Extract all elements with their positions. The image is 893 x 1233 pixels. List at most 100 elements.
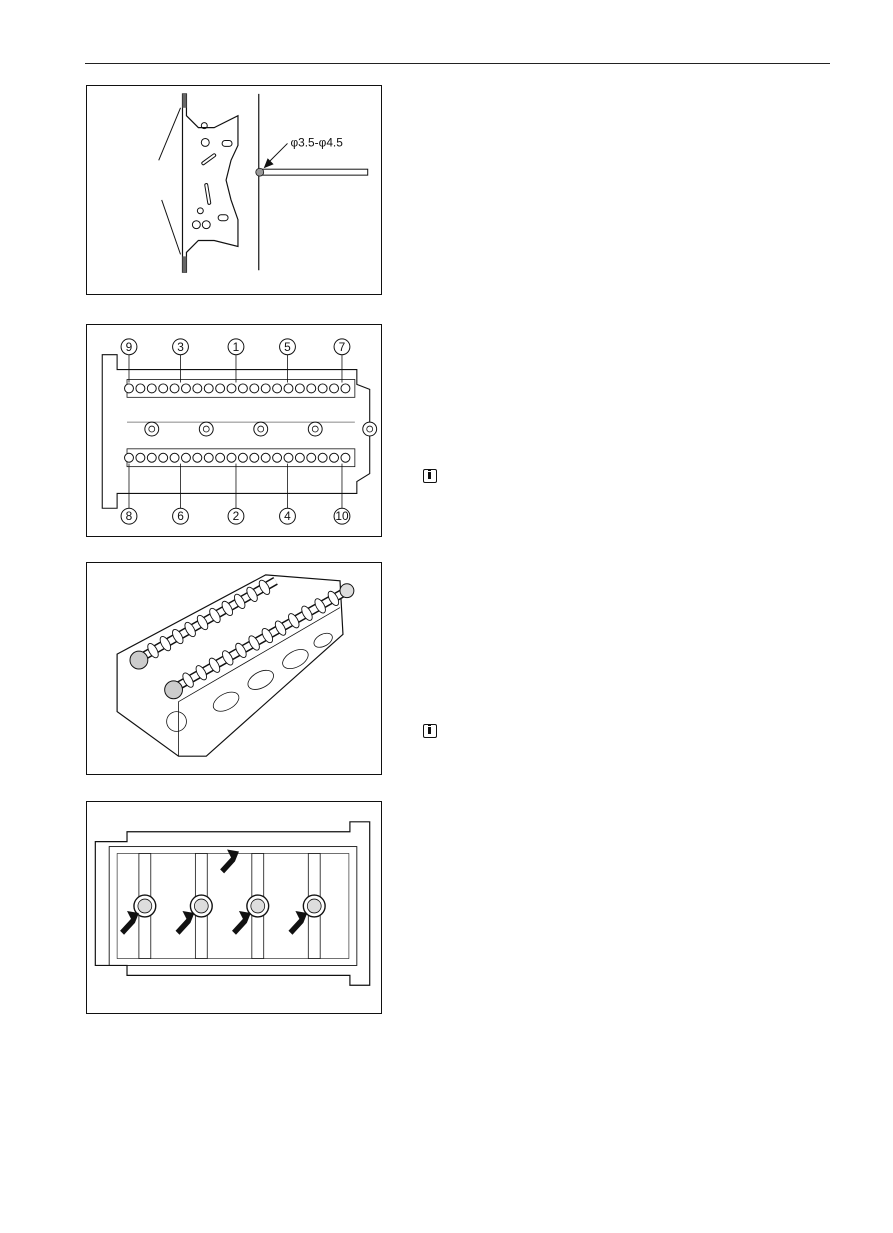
info-icon xyxy=(423,724,437,738)
cam-lobe xyxy=(147,643,159,659)
sequence-marker xyxy=(333,507,351,525)
bolt-head xyxy=(237,452,248,463)
bolt-head xyxy=(306,452,317,463)
bolt-row-bottom xyxy=(124,452,351,463)
cam-lobe xyxy=(288,613,300,629)
cam-lobe xyxy=(221,600,234,617)
bolt-head xyxy=(294,383,305,394)
cam-lobe xyxy=(261,627,274,644)
sequence-marker xyxy=(120,338,138,356)
bolt-row-top xyxy=(124,383,351,394)
bolt-head xyxy=(317,452,328,463)
cylinder-head-top-illustration xyxy=(94,821,371,986)
bolt-head xyxy=(146,452,157,463)
bolt-head xyxy=(249,452,260,463)
spark-plug-bore xyxy=(198,421,214,437)
figure-gasket-measurement: φ3.5-φ4.5 xyxy=(86,85,382,295)
cam-lobe xyxy=(209,607,221,624)
bolt-head xyxy=(340,383,351,394)
bolt-head xyxy=(124,383,134,394)
sequence-marker xyxy=(279,507,296,525)
header-rule xyxy=(85,63,830,64)
indicator-arrow xyxy=(232,910,251,935)
sequence-number: 6 xyxy=(177,509,184,523)
bolt-head xyxy=(135,383,146,394)
bolt-head xyxy=(329,452,340,463)
bolt-head xyxy=(272,452,283,463)
bolt-head xyxy=(169,452,180,463)
cam-lobe xyxy=(195,665,207,681)
bolt-head xyxy=(226,452,237,463)
bolt-head xyxy=(249,383,260,394)
bolt-head xyxy=(192,383,203,394)
sequence-number: 3 xyxy=(177,340,184,354)
figure-journal-oil-points xyxy=(86,801,382,1014)
indicator-arrow xyxy=(220,849,239,874)
bolt-head xyxy=(181,452,191,463)
sequence-number: 10 xyxy=(335,509,349,523)
sequence-marker xyxy=(333,338,351,356)
cam-lobe xyxy=(208,657,221,673)
cam-lobe xyxy=(327,590,340,607)
cam-lobe xyxy=(222,650,234,666)
sequence-number: 4 xyxy=(284,509,291,523)
bolt-head xyxy=(260,452,271,463)
bolt-head xyxy=(203,452,214,463)
journal-caps xyxy=(133,853,326,959)
bolt-head xyxy=(146,383,157,394)
spark-plug-bore xyxy=(307,421,323,437)
bolt-head xyxy=(272,383,283,394)
camshaft-illustration xyxy=(116,574,355,757)
sequence-number: 9 xyxy=(126,340,133,354)
bolt-head xyxy=(283,452,294,463)
cam-lobe xyxy=(235,642,247,659)
bolt-head xyxy=(260,383,271,394)
bolt-head xyxy=(215,452,226,463)
cam-lobe xyxy=(196,614,209,631)
cam-lobe xyxy=(184,621,196,638)
cam-lobe xyxy=(172,628,184,645)
bolt-head xyxy=(192,452,203,463)
cam-lobe xyxy=(159,635,172,652)
bolt-head xyxy=(294,452,305,463)
info-icon xyxy=(423,469,437,483)
sequence-number: 1 xyxy=(233,340,240,354)
sequence-numbers-top: 9 3 1 5 7 xyxy=(120,338,351,383)
sequence-number: 5 xyxy=(284,340,291,354)
bolt-head xyxy=(181,383,191,394)
spark-plug-bore xyxy=(362,421,378,437)
figure-camshaft-install xyxy=(86,562,382,775)
bolt-head xyxy=(306,383,317,394)
cam-lobe xyxy=(274,620,287,636)
cam-lobe xyxy=(182,672,194,688)
camshaft-exhaust xyxy=(182,590,340,688)
gasket-measurement-illustration: φ3.5-φ4.5 xyxy=(158,93,369,273)
sequence-marker xyxy=(279,338,296,356)
cam-lobe xyxy=(234,593,246,609)
dimension-label: φ3.5-φ4.5 xyxy=(290,135,343,149)
indicator-arrows xyxy=(120,849,308,935)
sequence-number: 8 xyxy=(126,509,133,523)
bolt-head xyxy=(169,383,180,394)
cam-lobe xyxy=(314,598,326,614)
bolt-head xyxy=(124,452,134,463)
sequence-number: 7 xyxy=(339,340,346,354)
camshaft-intake xyxy=(147,579,271,659)
sequence-marker xyxy=(227,507,245,525)
cam-lobe xyxy=(301,605,313,621)
spark-plug-bore xyxy=(144,421,160,437)
bolt-head xyxy=(226,383,237,394)
bolt-head xyxy=(329,383,340,394)
bolt-head xyxy=(317,383,328,394)
sequence-marker xyxy=(172,507,189,525)
bolt-row-middle xyxy=(144,421,378,437)
bolt-head xyxy=(158,452,169,463)
bolt-head xyxy=(340,452,351,463)
bolt-head xyxy=(135,452,146,463)
cam-lobe xyxy=(248,635,260,651)
spark-plug-bore xyxy=(253,421,269,437)
sequence-marker xyxy=(172,338,189,356)
